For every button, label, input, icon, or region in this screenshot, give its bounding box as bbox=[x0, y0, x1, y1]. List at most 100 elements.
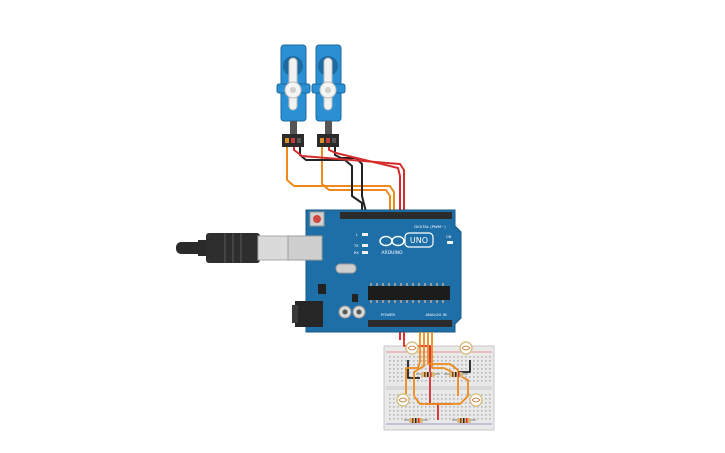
power-header-label: POWER bbox=[381, 312, 395, 317]
servo-wires[interactable] bbox=[286, 147, 405, 340]
resistor-icon[interactable] bbox=[444, 372, 468, 377]
resistor-icon[interactable] bbox=[452, 418, 476, 423]
breadboard-hole bbox=[425, 398, 427, 400]
servo-left-connector[interactable] bbox=[282, 134, 304, 147]
breadboard-hole bbox=[429, 410, 431, 412]
breadboard-hole bbox=[413, 364, 415, 366]
breadboard-hole bbox=[393, 394, 395, 396]
breadboard-hole bbox=[397, 372, 399, 374]
breadboard-hole bbox=[421, 380, 423, 382]
breadboard-hole bbox=[389, 402, 391, 404]
breadboard-hole bbox=[393, 372, 395, 374]
breadboard-hole bbox=[485, 380, 487, 382]
breadboard-hole bbox=[445, 402, 447, 404]
breadboard-hole bbox=[481, 376, 483, 378]
photoresistor-icon[interactable] bbox=[459, 341, 473, 355]
resistor-icon[interactable] bbox=[404, 418, 428, 423]
breadboard-hole bbox=[445, 360, 447, 362]
on-label: ON bbox=[446, 235, 452, 239]
breadboard-hole bbox=[461, 410, 463, 412]
breadboard-hole bbox=[461, 360, 463, 362]
breadboard-hole bbox=[477, 380, 479, 382]
breadboard-hole bbox=[469, 356, 471, 358]
breadboard-hole bbox=[397, 394, 399, 396]
servo-left[interactable] bbox=[276, 44, 311, 134]
breadboard-hole bbox=[417, 372, 419, 374]
breadboard-hole bbox=[437, 356, 439, 358]
breadboard-hole bbox=[437, 360, 439, 362]
breadboard-hole bbox=[417, 406, 419, 408]
breadboard-hole bbox=[469, 394, 471, 396]
breadboard-hole bbox=[449, 406, 451, 408]
breadboard-hole bbox=[489, 402, 491, 404]
breadboard-hole bbox=[465, 402, 467, 404]
breadboard-hole bbox=[445, 418, 447, 420]
breadboard-hole bbox=[413, 402, 415, 404]
breadboard-hole bbox=[389, 410, 391, 412]
breadboard-hole bbox=[393, 380, 395, 382]
breadboard-hole bbox=[417, 414, 419, 416]
breadboard-hole bbox=[465, 406, 467, 408]
breadboard-hole bbox=[441, 394, 443, 396]
breadboard-hole bbox=[425, 418, 427, 420]
breadboard-hole bbox=[417, 376, 419, 378]
breadboard-hole bbox=[485, 394, 487, 396]
wire-orange-a2 bbox=[427, 332, 459, 396]
breadboard-hole bbox=[457, 360, 459, 362]
breadboard-hole bbox=[405, 356, 407, 358]
breadboard-hole bbox=[389, 364, 391, 366]
breadboard-hole bbox=[389, 394, 391, 396]
breadboard-hole bbox=[429, 406, 431, 408]
wire-black-gnd-right bbox=[458, 360, 471, 373]
breadboard-hole bbox=[405, 418, 407, 420]
breadboard-hole bbox=[453, 398, 455, 400]
wire-black-gnd-left bbox=[407, 360, 420, 379]
breadboard[interactable] bbox=[383, 345, 495, 431]
photoresistor-icon[interactable] bbox=[405, 341, 419, 355]
breadboard-hole bbox=[389, 380, 391, 382]
breadboard-hole bbox=[441, 410, 443, 412]
breadboard-hole bbox=[473, 360, 475, 362]
breadboard-hole bbox=[449, 418, 451, 420]
breadboard-hole bbox=[401, 360, 403, 362]
breadboard-hole bbox=[469, 380, 471, 382]
breadboard-hole bbox=[449, 394, 451, 396]
breadboard-hole bbox=[461, 406, 463, 408]
breadboard-hole bbox=[453, 414, 455, 416]
breadboard-hole bbox=[461, 394, 463, 396]
breadboard-hole bbox=[405, 360, 407, 362]
breadboard-hole bbox=[441, 360, 443, 362]
breadboard-hole bbox=[425, 402, 427, 404]
breadboard-hole bbox=[389, 368, 391, 370]
breadboard-hole bbox=[489, 418, 491, 420]
breadboard-hole bbox=[465, 414, 467, 416]
breadboard-hole bbox=[421, 406, 423, 408]
breadboard-hole bbox=[457, 402, 459, 404]
l-label: L bbox=[356, 233, 358, 237]
usb-cable-icon[interactable] bbox=[176, 233, 293, 263]
arduino-uno-board[interactable] bbox=[287, 209, 462, 333]
breadboard-hole bbox=[453, 418, 455, 420]
resistor-icon[interactable] bbox=[416, 372, 440, 377]
breadboard-hole bbox=[449, 360, 451, 362]
breadboard-hole bbox=[421, 410, 423, 412]
breadboard-hole bbox=[441, 356, 443, 358]
breadboard-hole bbox=[389, 398, 391, 400]
breadboard-hole bbox=[453, 380, 455, 382]
servo-right[interactable] bbox=[311, 44, 346, 134]
breadboard-hole bbox=[489, 364, 491, 366]
breadboard-hole bbox=[397, 360, 399, 362]
digital-header-label: DIGITAL (PWM~) bbox=[414, 224, 446, 229]
breadboard-hole bbox=[417, 360, 419, 362]
photoresistor-icon[interactable] bbox=[469, 393, 483, 407]
breadboard-hole bbox=[401, 410, 403, 412]
breadboard-hole bbox=[433, 406, 435, 408]
breadboard-hole bbox=[485, 360, 487, 362]
breadboard-hole bbox=[389, 376, 391, 378]
breadboard-hole bbox=[393, 406, 395, 408]
servo-right-connector[interactable] bbox=[317, 134, 339, 147]
breadboard-hole bbox=[417, 402, 419, 404]
breadboard-hole bbox=[401, 380, 403, 382]
photoresistor-icon[interactable] bbox=[396, 393, 410, 407]
breadboard-hole bbox=[485, 356, 487, 358]
